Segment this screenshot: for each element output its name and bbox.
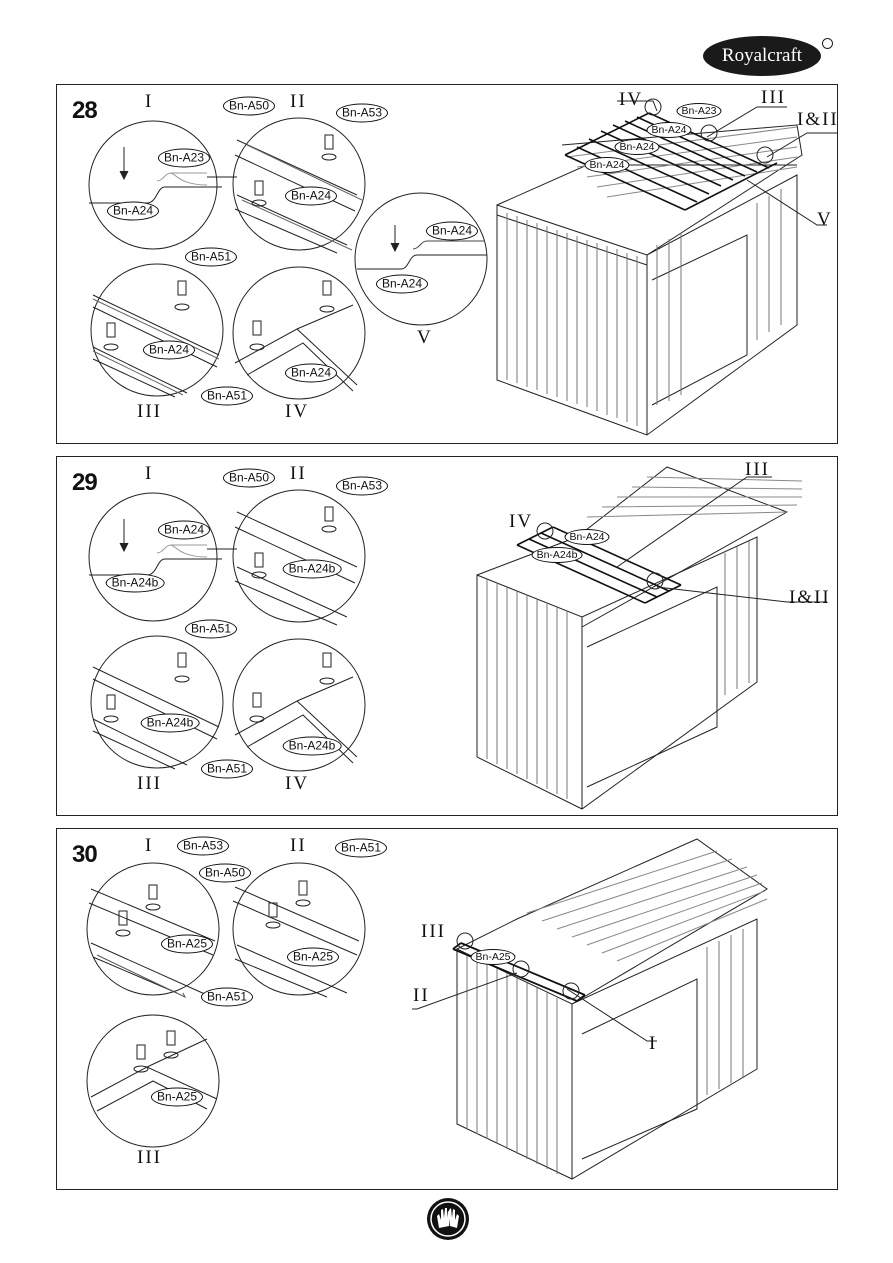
step-28-illustration [88,98,837,436]
part-tag: Bn-A51 [200,759,254,779]
label-iii: III [137,1147,162,1168]
step-29-panel: 29 I II III IV III IV I&II Bn-A24 Bn-A24… [56,456,838,816]
part-tag: Bn-A51 [200,987,254,1007]
detail-circle-ii [232,117,366,254]
leader-lines [207,100,837,226]
label-i: I [145,91,154,112]
leader-markers [536,522,664,590]
leader-lines [412,972,657,1042]
brand-logo: Royalcraft [703,36,821,76]
label-ii: II [290,835,307,856]
detail-circle-iii [90,635,224,770]
part-tag: Bn-A24b [531,547,583,563]
part-tag: Bn-A25 [470,949,516,965]
part-tag: Bn-A51 [334,838,388,858]
detail-circle-iv [232,266,366,400]
part-tag: Bn-A50 [222,96,276,116]
part-tag: Bn-A24 [157,520,211,540]
part-tag: Bn-A25 [150,1087,204,1107]
detail-circle-v [354,192,488,326]
detail-circle-iii [86,1014,220,1148]
gloves-icon [427,1198,469,1240]
main-label-ii: II [413,985,430,1006]
part-tag: Bn-A23 [157,148,211,168]
step-number: 28 [72,97,98,124]
part-tag: Bn-A53 [335,476,389,496]
main-label-iv: IV [619,89,644,110]
shed-drawing [496,124,803,436]
detail-circle-ii [232,862,366,998]
step-28-panel: 28 I II V III IV IV III I&II V Bn-A23 Bn… [56,84,838,444]
registered-mark-icon [822,38,833,49]
gloves-icon-graphic [430,1201,466,1237]
detail-circle-i [88,492,222,622]
part-tag: Bn-A51 [184,247,238,267]
detail-circle-iii [90,263,224,398]
main-label-i: I [649,1033,658,1054]
main-label-v: V [817,209,833,230]
detail-circle-i [88,120,222,250]
part-tag: Bn-A24 [584,157,630,173]
part-tag: Bn-A53 [335,103,389,123]
step-30-panel: 30 I II III III II I Bn-A53 Bn-A50 Bn-A2… [56,828,838,1190]
step-number: 29 [72,469,98,496]
leader-markers [456,932,580,1000]
main-label-iii: III [745,459,770,480]
part-tag: Bn-A51 [184,619,238,639]
part-tag: Bn-A24b [282,736,342,756]
part-tag: Bn-A24 [564,529,610,545]
label-v: V [417,327,433,348]
detail-circle-ii [232,489,366,626]
label-ii: II [290,463,307,484]
part-tag: Bn-A24 [375,274,429,294]
part-tag: Bn-A23 [676,103,722,119]
part-tag: Bn-A24 [106,201,160,221]
label-i: I [145,463,154,484]
part-tag: Bn-A24 [142,340,196,360]
part-tag: Bn-A24b [105,573,165,593]
part-tag: Bn-A24 [425,221,479,241]
leader-lines [207,476,827,603]
label-i: I [145,835,154,856]
roof-panels-highlight [516,526,682,604]
step-29-illustration [88,466,827,810]
shed-drawing [476,466,803,810]
main-label-iii: III [761,87,786,108]
part-tag: Bn-A24 [284,363,338,383]
main-label-iv: IV [509,511,534,532]
part-tag: Bn-A24 [614,139,660,155]
main-label-i-ii: I&II [797,109,839,130]
part-tag: Bn-A50 [222,468,276,488]
leader-markers [644,98,774,164]
detail-circle-iv [232,638,366,772]
detail-circle-i [86,862,220,999]
part-tag: Bn-A25 [160,934,214,954]
shed-drawing [456,838,768,1180]
part-tag: Bn-A53 [176,836,230,856]
main-label-iii: III [421,921,446,942]
part-tag: Bn-A24 [284,186,338,206]
label-iv: IV [285,773,310,794]
main-label-i-ii: I&II [789,587,831,608]
ridge-cap-highlight [452,942,586,1002]
roof-panels-highlight [564,112,778,211]
label-ii: II [290,91,307,112]
part-tag: Bn-A51 [200,386,254,406]
brand-name: Royalcraft [721,45,803,66]
part-tag: Bn-A24 [646,122,692,138]
part-tag: Bn-A24b [140,713,200,733]
label-iii: III [137,773,162,794]
step-30-illustration [86,838,768,1180]
part-tag: Bn-A24b [282,559,342,579]
part-tag: Bn-A25 [286,947,340,967]
label-iii: III [137,401,162,422]
label-iv: IV [285,401,310,422]
step-number: 30 [72,841,98,868]
part-tag: Bn-A50 [198,863,252,883]
